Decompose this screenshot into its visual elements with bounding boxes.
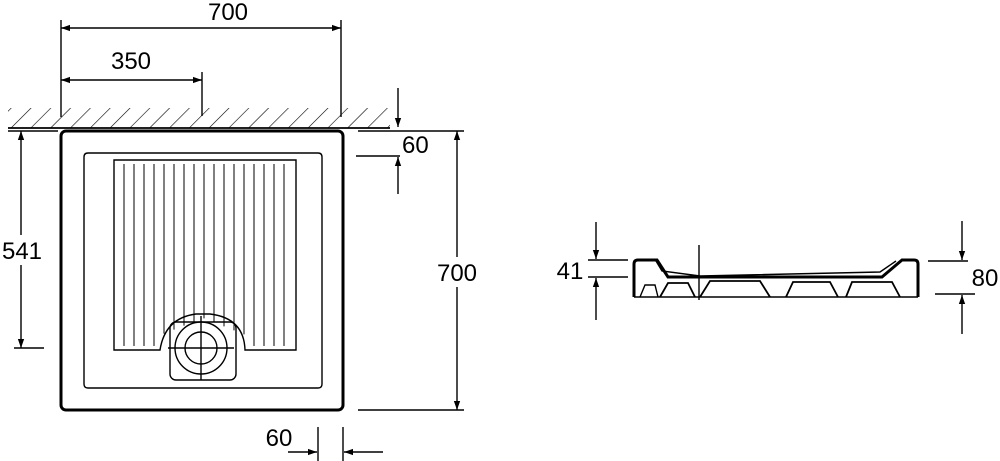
dim-total-height: 80: [928, 221, 998, 334]
dim-bottom-gap: 60: [266, 425, 383, 461]
dim-inner-depth: 41: [557, 222, 628, 320]
tray-supports: [639, 280, 901, 298]
tray-outline: [59, 129, 345, 412]
tray-profile: [632, 258, 920, 297]
dim-drain-offset: 350: [61, 48, 203, 116]
dim-total-height-label: 80: [972, 265, 999, 292]
dim-right-height-label: 700: [437, 260, 477, 287]
dim-drain-offset-label: 350: [111, 48, 151, 75]
rib-area: [113, 159, 297, 351]
dim-right-height: 700: [358, 130, 484, 411]
dim-inner-depth-label: 41: [557, 258, 584, 285]
plan-view: 700 350 60 541 700: [0, 0, 484, 461]
dim-wall-gap-top-label: 60: [402, 132, 429, 159]
drain: [168, 316, 237, 381]
dim-left-depth: 541: [0, 130, 58, 349]
dim-top-width: 700: [60, 0, 342, 117]
dim-top-width-label: 700: [208, 0, 248, 26]
dim-wall-gap-top: 60: [356, 88, 429, 194]
side-view: 41 80: [557, 221, 998, 334]
dim-left-depth-label: 541: [2, 238, 42, 265]
tray-basin: [83, 152, 323, 389]
wall-hatching: [8, 108, 390, 129]
dim-bottom-gap-label: 60: [266, 425, 293, 452]
